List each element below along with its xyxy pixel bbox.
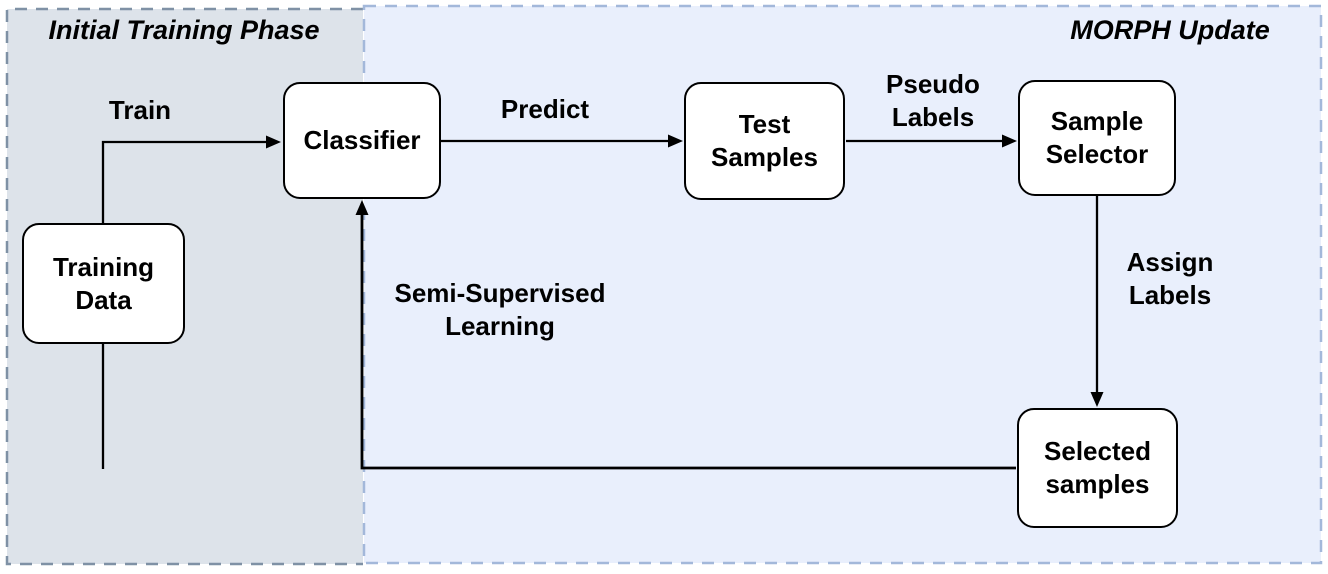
semi-supervised-arrowhead-icon [355, 200, 369, 215]
edge-label-semi-supervised-learning: Semi-Supervised Learning [394, 278, 606, 341]
assign-labels-arrow [1090, 196, 1104, 407]
edge-label-assign-labels: Assign Labels [1126, 247, 1214, 310]
pseudo-labels-arrow [846, 134, 1017, 148]
pseudo-labels-arrowhead-icon [1002, 134, 1017, 148]
node-test-samples: Test Samples [684, 82, 845, 200]
predict-arrowhead-icon [668, 134, 683, 148]
edge-label-pseudo-labels: Pseudo Labels [886, 69, 980, 132]
node-sample-selector-label: Sample Selector [1045, 106, 1149, 169]
node-classifier-label: Classifier [303, 125, 421, 155]
predict-arrow [441, 134, 683, 148]
semi-supervised-learning-arrow [101, 200, 1016, 470]
region-title-initial-training-phase: Initial Training Phase [48, 15, 320, 45]
node-test-samples-label: Test Samples [711, 109, 818, 172]
region-initial-training-phase [5, 7, 363, 566]
region-title-morph-update: MORPH Update [1070, 15, 1270, 45]
assign-labels-arrowhead-icon [1090, 392, 1104, 407]
train-arrowhead-icon [266, 135, 281, 149]
node-classifier: Classifier [283, 82, 441, 199]
edge-label-train: Train [108, 95, 172, 125]
train-arrow [101, 135, 281, 223]
node-selected-samples: Selected samples [1017, 408, 1178, 528]
edge-label-predict: Predict [500, 94, 590, 124]
node-training-data: Training Data [22, 223, 185, 344]
node-selected-samples-label: Selected samples [1044, 436, 1151, 499]
node-training-data-label: Training Data [52, 251, 155, 315]
node-sample-selector: Sample Selector [1018, 80, 1176, 196]
